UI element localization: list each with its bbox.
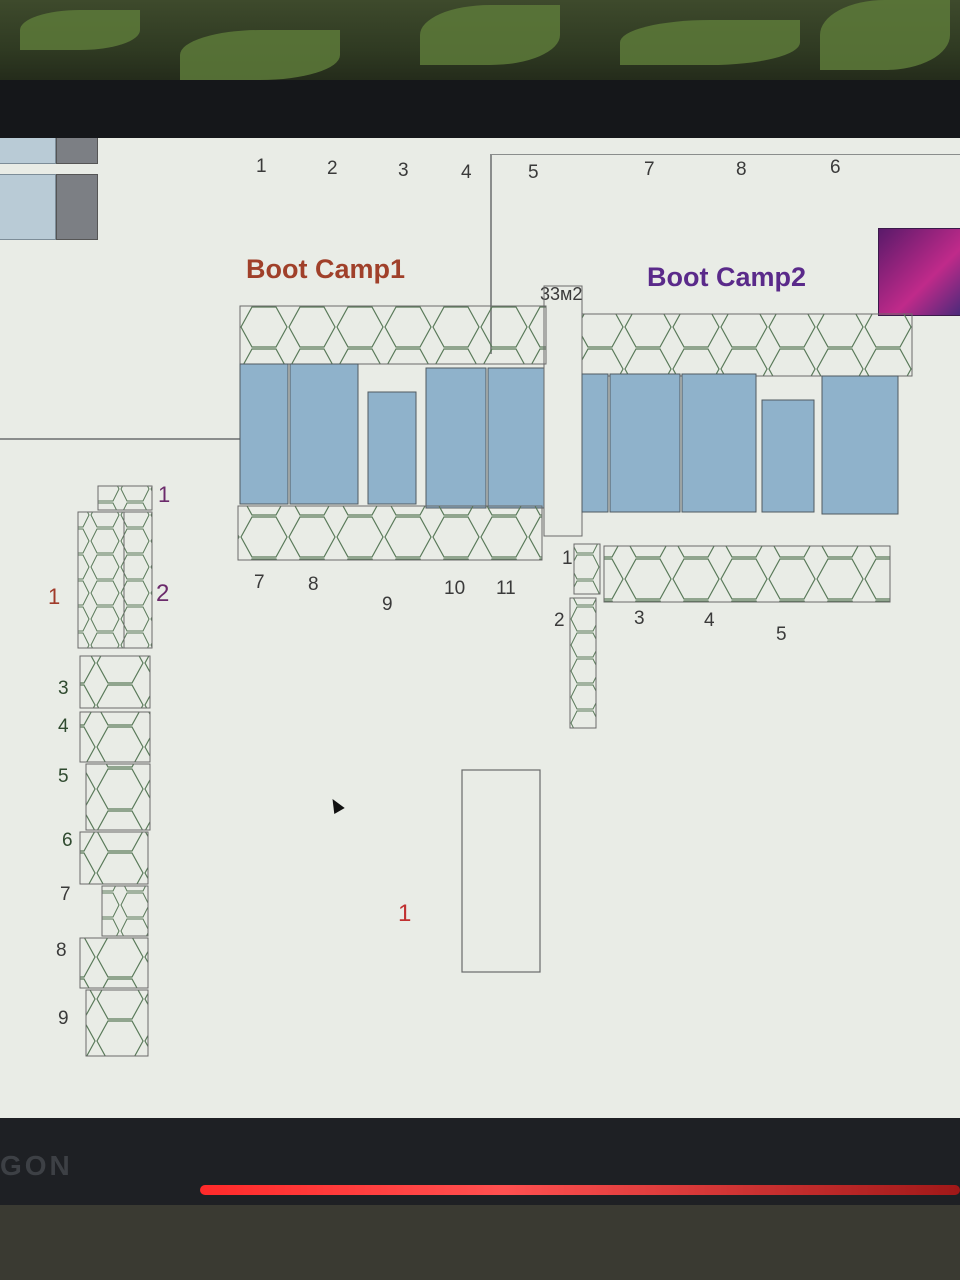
top-number: 3 xyxy=(398,160,409,181)
bc1-station-number: 7 xyxy=(254,572,265,593)
leaf-shape xyxy=(20,10,140,50)
bc1-hex-top xyxy=(239,305,547,365)
bc2-station-number: 5 xyxy=(776,624,787,645)
room-photo[interactable] xyxy=(878,228,960,316)
top-number: 1 xyxy=(256,156,267,177)
thumbnail-panel[interactable] xyxy=(0,174,56,240)
area-label: 33м2 xyxy=(540,284,583,304)
left-station-number: 2 xyxy=(156,580,170,607)
bc2-station-number: 2 xyxy=(554,610,565,631)
top-number: 5 xyxy=(528,162,539,183)
left-column-number: 9 xyxy=(58,1008,69,1029)
thumbnail-grid[interactable] xyxy=(56,138,98,164)
bc2-station-number: 4 xyxy=(704,610,715,631)
leaf-shape xyxy=(180,30,340,80)
bc2-station-number: 1 xyxy=(562,548,573,569)
divider-horizontal xyxy=(0,438,240,440)
divider-vertical xyxy=(490,154,492,354)
top-number: 2 xyxy=(327,158,338,179)
left-station-number: 1 xyxy=(158,482,171,507)
floor-plan-drawing xyxy=(77,285,913,1057)
thumbnail-grid[interactable] xyxy=(56,174,98,240)
top-number: 8 xyxy=(736,159,747,180)
top-number: 7 xyxy=(644,159,655,180)
screen: 1 2 3 4 5 7 8 6 Boot Camp1 Boot Camp2 33… xyxy=(0,138,960,1118)
leaf-shape xyxy=(620,20,800,65)
bootcamp2-title: Boot Camp2 xyxy=(647,262,807,292)
bootcamp1-title: Boot Camp1 xyxy=(246,254,406,284)
left-station-number: 1 xyxy=(48,584,61,609)
left-column-number: 3 xyxy=(58,678,69,699)
top-number: 6 xyxy=(830,157,841,178)
thumbnail-panel[interactable] xyxy=(0,138,56,164)
leaf-shape xyxy=(420,5,560,65)
left-column-number: 5 xyxy=(58,766,69,787)
bc2-station-number: 3 xyxy=(634,608,645,629)
top-number: 4 xyxy=(461,162,472,183)
floor-box-label: 1 xyxy=(398,900,412,927)
left-column-number: 7 xyxy=(60,884,71,905)
monitor-led-strip xyxy=(200,1185,960,1195)
bc1-station-number: 11 xyxy=(496,578,516,599)
divider-horizontal xyxy=(490,154,960,155)
bc1-station-number: 10 xyxy=(444,578,466,599)
bc1-station-number: 8 xyxy=(308,574,319,595)
leaf-shape xyxy=(820,0,950,70)
desk xyxy=(0,1205,960,1280)
background-plants xyxy=(0,0,960,100)
left-column-number: 4 xyxy=(58,716,69,737)
monitor-brand: GON xyxy=(0,1150,73,1181)
left-column-number: 6 xyxy=(62,830,73,851)
bc1-station-number: 9 xyxy=(382,594,393,615)
left-column-number: 8 xyxy=(56,940,67,961)
